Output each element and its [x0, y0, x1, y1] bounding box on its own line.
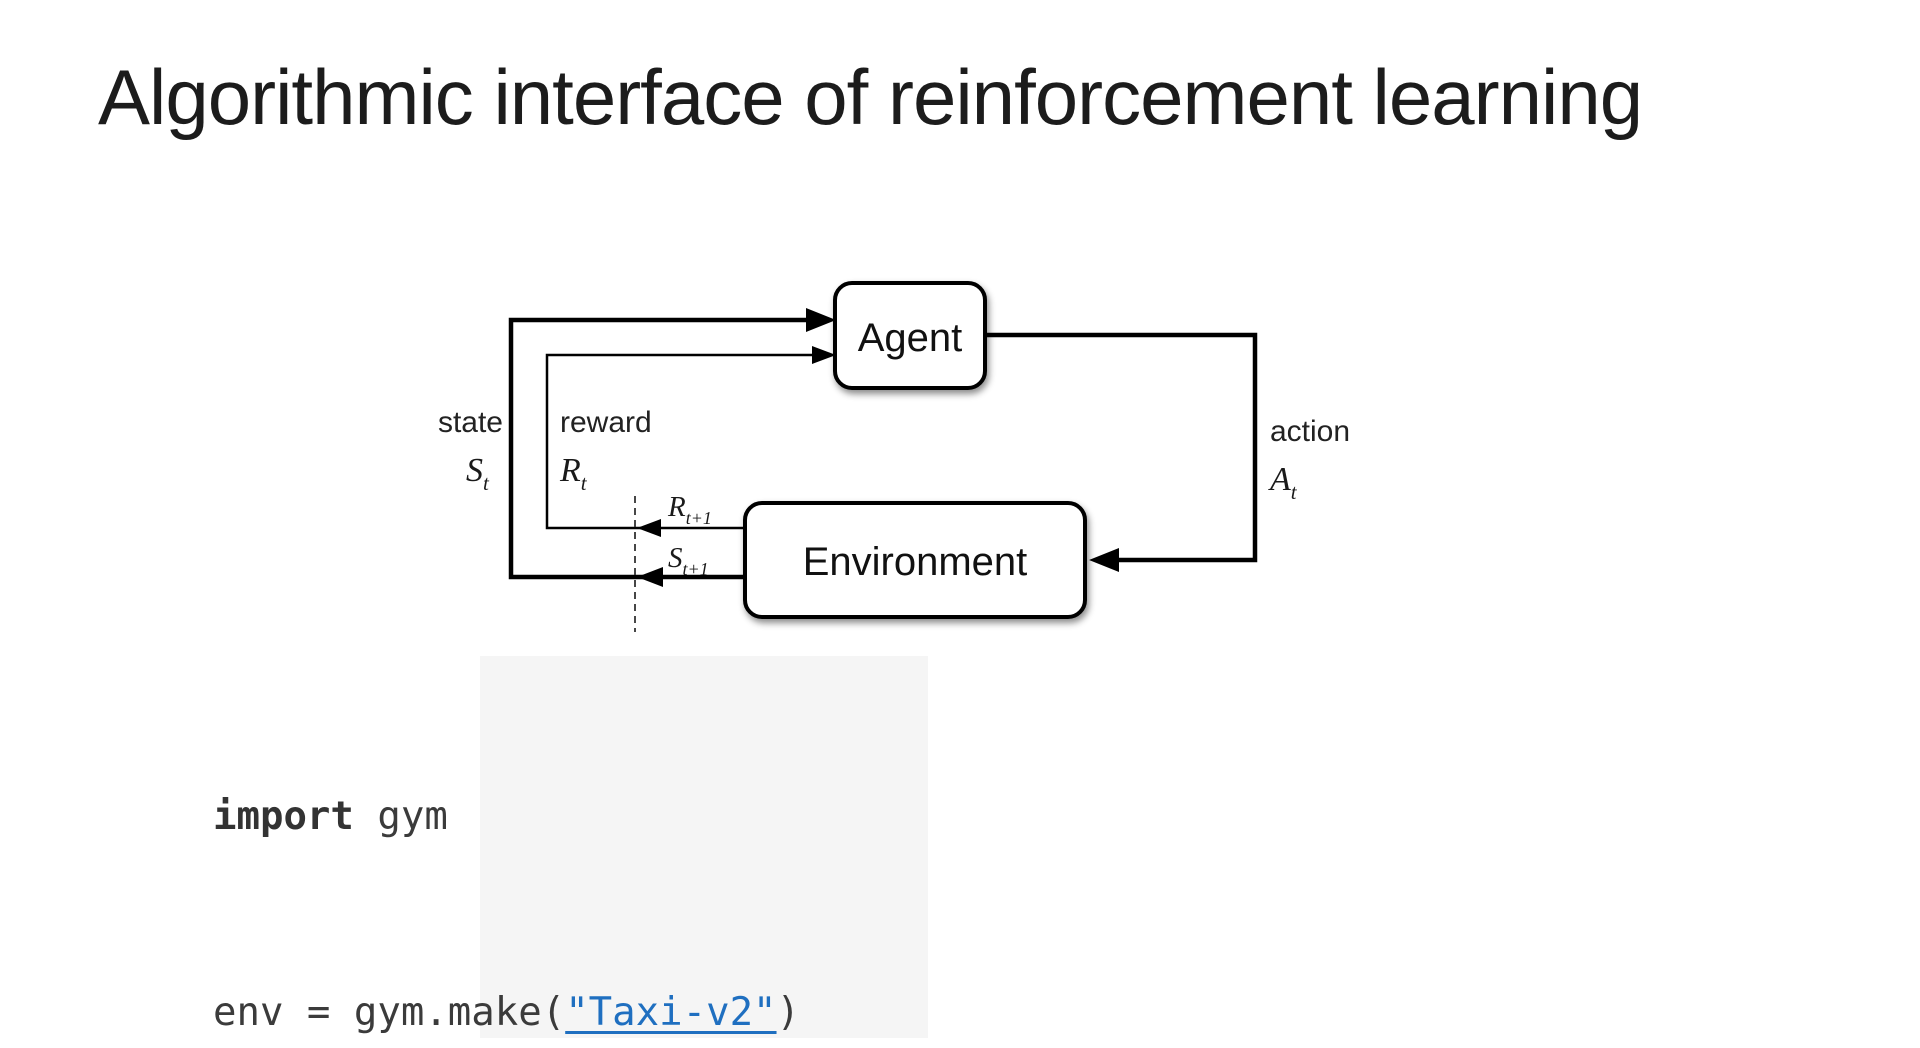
state-loop-line [508, 317, 824, 580]
state-into-agent-arrowhead [806, 308, 836, 332]
code-backdrop [480, 656, 928, 1038]
agent-box [833, 281, 987, 390]
next-state-symbol: St+1 [668, 542, 709, 579]
agent-box-label: Agent [858, 316, 963, 360]
action-into-environment-arrowhead [1089, 548, 1119, 572]
code-line-1: import gym [213, 794, 448, 839]
reward-into-agent-arrowhead [812, 346, 836, 364]
reward-label: reward [560, 406, 652, 439]
keyword-import: import [213, 794, 354, 839]
state-symbol: St [466, 452, 490, 495]
action-symbol: At [1268, 461, 1298, 504]
action-line [985, 332, 1258, 563]
environment-box-label: Environment [803, 540, 1028, 584]
environment-box [743, 501, 1087, 619]
reward-symbol: Rt [559, 452, 588, 495]
action-label: action [1270, 415, 1350, 448]
code-block: import gym env = gym.make("Taxi-v2") obs… [213, 694, 1481, 1048]
code-line-2: env = gym.make("Taxi-v2") [213, 990, 801, 1035]
next-reward-arrowhead [637, 519, 661, 537]
page-title: Algorithmic interface of reinforcement l… [98, 53, 1643, 141]
next-reward-symbol: Rt+1 [667, 491, 712, 528]
state-label: state [438, 406, 503, 439]
next-state-arrowhead [637, 567, 663, 587]
taxi-v2-link[interactable]: "Taxi-v2" [565, 990, 777, 1035]
